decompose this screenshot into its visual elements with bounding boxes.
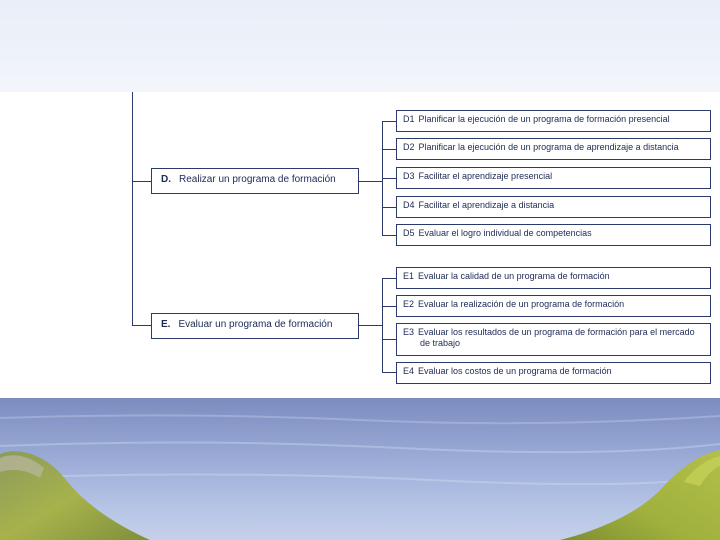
d1-connector (382, 121, 396, 122)
group-d-code: D. (161, 174, 171, 185)
e4-connector (382, 372, 396, 373)
d5-connector (382, 235, 396, 236)
right-shore (560, 450, 720, 540)
group-e-code: E. (161, 319, 171, 330)
spine-connector-d (132, 181, 151, 182)
item-d4-code: D4 (403, 200, 415, 210)
group-d-box: D. Realizar un programa de formación (151, 168, 359, 194)
e3-connector (382, 339, 396, 340)
item-d1-label: Planificar la ejecución de un programa d… (418, 114, 670, 124)
d2-connector (382, 149, 396, 150)
e2-connector (382, 306, 396, 307)
item-d5-label: Evaluar el logro individual de competenc… (418, 228, 592, 238)
item-e3-code: E3 (403, 327, 415, 337)
item-e4-code: E4 (403, 366, 415, 376)
item-e1-code: E1 (403, 271, 415, 281)
group-e-connector (359, 325, 382, 326)
item-e4-label: Evaluar los costos de un programa de for… (418, 366, 612, 376)
item-d3-code: D3 (403, 171, 415, 181)
item-d1-code: D1 (403, 114, 415, 124)
left-shore-rocks (0, 455, 44, 478)
sky-background (0, 0, 720, 92)
item-e2-label: Evaluar la realización de un programa de… (418, 299, 625, 309)
item-d2-label: Planificar la ejecución de un programa d… (418, 142, 679, 152)
item-d5-code: D5 (403, 228, 415, 238)
item-e3-label: Evaluar los resultados de un programa de… (418, 327, 695, 337)
water-ripple (0, 473, 720, 486)
water-ripple (0, 441, 720, 454)
spine-connector-e (132, 325, 151, 326)
group-e-bracket (382, 278, 383, 373)
water-ripple (0, 414, 720, 425)
item-d2-code: D2 (403, 142, 415, 152)
item-e1-label: Evaluar la calidad de un programa de for… (418, 271, 610, 281)
group-d-label: Realizar un programa de formación (179, 174, 336, 185)
d4-connector (382, 207, 396, 208)
group-e-label: Evaluar un programa de formación (178, 319, 333, 330)
d3-connector (382, 178, 396, 179)
water-landscape-background (0, 398, 720, 540)
right-shore-highlight (684, 456, 720, 486)
item-e2-code: E2 (403, 299, 415, 309)
item-d4-label: Facilitar el aprendizaje a distancia (418, 200, 555, 210)
group-d-connector (359, 181, 382, 182)
e1-connector (382, 278, 396, 279)
group-e-box: E. Evaluar un programa de formación (151, 313, 359, 339)
spine-line (132, 92, 133, 326)
item-d3-label: Facilitar el aprendizaje presencial (418, 171, 553, 181)
item-e3-label-continuation: de trabajo (420, 338, 461, 348)
landscape-illustration (0, 414, 720, 540)
